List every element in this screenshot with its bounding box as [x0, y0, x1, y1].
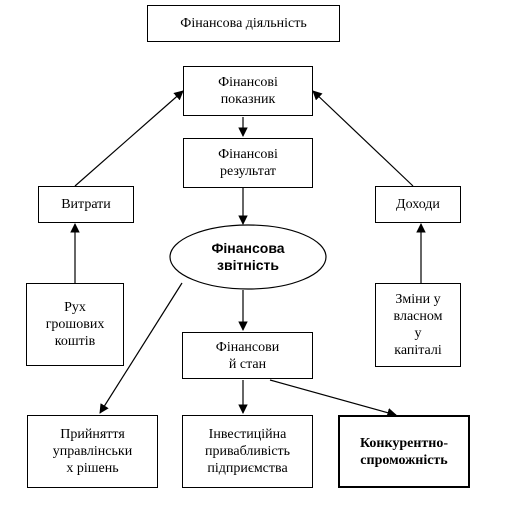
income-label: Доходи [396, 197, 440, 212]
competitiveness-box: Конкурентно- спроможність [338, 415, 470, 488]
financial-reporting-label: Фінансова звітність [211, 240, 285, 273]
financial-activity-label: Фінансова діяльність [180, 16, 307, 31]
arrow-income-to-indicators [312, 90, 414, 187]
arrow-reporting-to-decisions [99, 282, 183, 414]
financial-reporting-ellipse [169, 224, 327, 290]
equity-changes-label: Зміни у власном у капіталі [393, 292, 443, 358]
cash-flow-label: Рух грошових коштів [45, 300, 105, 349]
financial-state-label: Фінансови й стан [215, 339, 280, 372]
financial-activity-box: Фінансова діяльність [147, 5, 340, 42]
investment-attractiveness-label: Інвестиційна привабливість підприємства [204, 427, 291, 476]
equity-changes-box: Зміни у власном у капіталі [375, 283, 461, 367]
financial-indicators-label: Фінансові показник [218, 75, 278, 107]
arrow-expenses-to-indicators [74, 90, 184, 187]
management-decisions-label: Прийняття управлінськи х рішень [52, 427, 133, 476]
financial-state-box: Фінансови й стан [182, 332, 313, 379]
cash-flow-box: Рух грошових коштів [26, 283, 124, 366]
management-decisions-box: Прийняття управлінськи х рішень [27, 415, 158, 488]
expenses-box: Витрати [38, 186, 134, 223]
expenses-label: Витрати [61, 197, 111, 212]
income-box: Доходи [375, 186, 461, 223]
financial-indicators-box: Фінансові показник [183, 66, 313, 116]
financial-results-label: Фінансові результат [218, 147, 278, 179]
investment-attractiveness-box: Інвестиційна привабливість підприємства [182, 415, 313, 488]
financial-results-box: Фінансові результат [183, 138, 313, 188]
arrow-state-to-competitiveness [269, 379, 397, 418]
competitiveness-label: Конкурентно- спроможність [359, 435, 449, 468]
